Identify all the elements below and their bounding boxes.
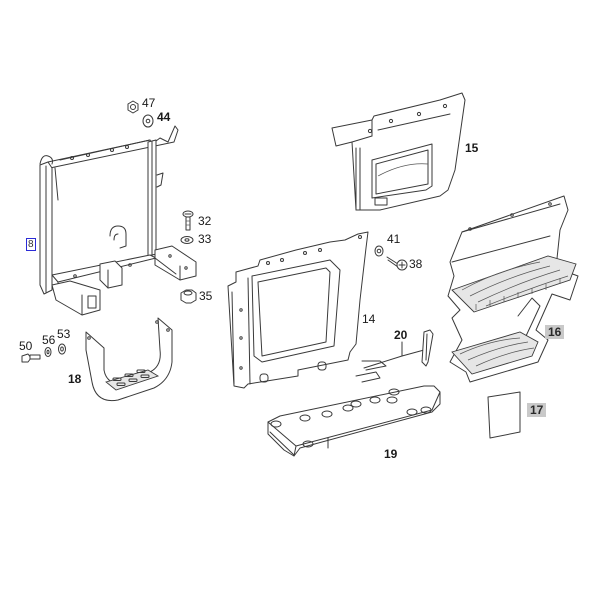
- part-19-step-plate[interactable]: [267, 385, 441, 457]
- part-label-33[interactable]: 33: [198, 232, 212, 246]
- part-label-35[interactable]: 35: [199, 289, 213, 303]
- part-44-washer[interactable]: [142, 114, 154, 128]
- part-label-41[interactable]: 41: [387, 232, 401, 246]
- part-label-17[interactable]: 17: [527, 403, 547, 417]
- part-label-15[interactable]: 15: [465, 141, 479, 155]
- part-50-bolt[interactable]: [21, 353, 41, 363]
- part-14-side-panel[interactable]: [227, 231, 369, 389]
- part-label-32[interactable]: 32: [198, 214, 212, 228]
- part-label-20[interactable]: 20: [394, 328, 408, 342]
- part-41-washer[interactable]: [374, 245, 384, 257]
- part-label-18[interactable]: 18: [68, 372, 82, 386]
- part-label-38[interactable]: 38: [409, 257, 423, 271]
- part-8-frame[interactable]: [39, 125, 197, 316]
- part-label-50[interactable]: 50: [19, 339, 33, 353]
- part-17-label-plate[interactable]: [487, 391, 521, 439]
- part-35-nut[interactable]: [180, 289, 197, 304]
- part-18-step[interactable]: [85, 317, 173, 402]
- part-53-washer[interactable]: [58, 343, 66, 355]
- part-47-nut[interactable]: [127, 100, 139, 114]
- part-label-44[interactable]: 44: [157, 110, 171, 124]
- part-label-19[interactable]: 19: [384, 447, 398, 461]
- part-label-47[interactable]: 47: [142, 96, 156, 110]
- part-16-step-assembly[interactable]: [447, 195, 579, 383]
- part-label-14[interactable]: 14: [362, 312, 376, 326]
- part-label-8[interactable]: 8: [26, 238, 36, 251]
- part-15-trim-panel[interactable]: [331, 92, 466, 211]
- part-20-pin[interactable]: [355, 329, 434, 383]
- part-32-bolt[interactable]: [182, 210, 194, 231]
- part-label-16[interactable]: 16: [545, 325, 565, 339]
- part-33-washer[interactable]: [180, 236, 194, 244]
- part-label-53[interactable]: 53: [57, 327, 71, 341]
- part-38-screw[interactable]: [386, 256, 408, 271]
- part-56-washer[interactable]: [44, 347, 52, 357]
- part-label-56[interactable]: 56: [42, 333, 56, 347]
